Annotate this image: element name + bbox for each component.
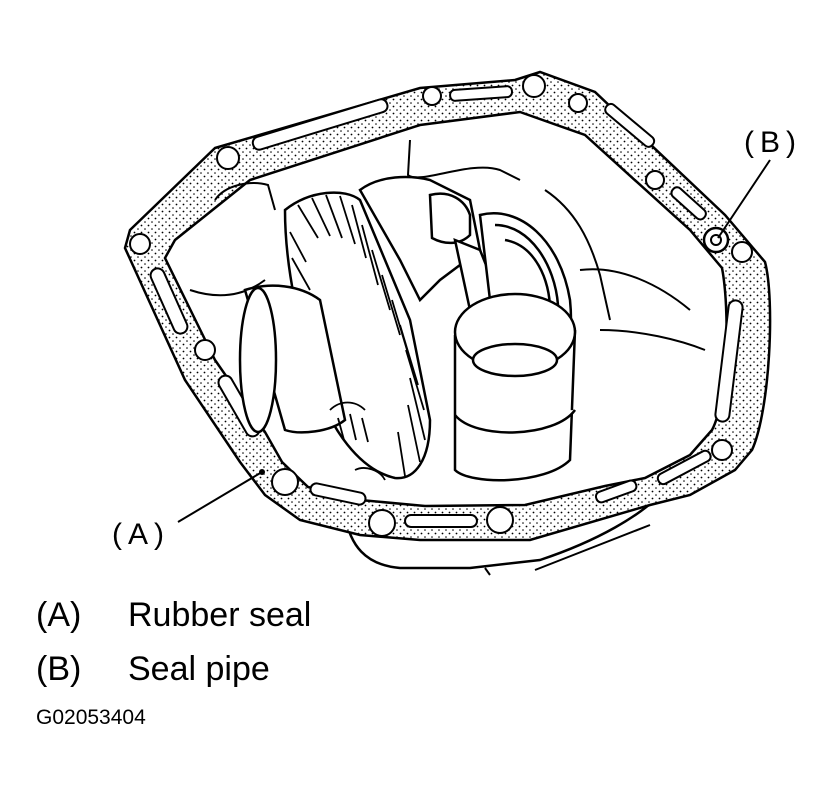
legend-key-a: (A) (36, 596, 82, 634)
housing-lower-lip (343, 494, 661, 570)
legend-row-a: (A) Rubber seal (36, 588, 311, 642)
pinion-gear (329, 401, 386, 481)
bearing-sleeve (453, 292, 577, 482)
legend-label-a: Rubber seal (128, 596, 312, 634)
callout-b: (B) (744, 126, 802, 159)
leader-line-b (717, 159, 771, 239)
leader-dot-a (259, 469, 265, 475)
legend-key-b: (B) (36, 650, 82, 688)
figure-code: G02053404 (36, 706, 146, 729)
leader-line-a (177, 471, 263, 523)
housing-lower-line (484, 524, 651, 576)
ring-gear-teeth (289, 194, 426, 477)
legend: (A) Rubber seal (B) Seal pipe (36, 588, 311, 696)
seal-pipe (702, 226, 730, 254)
housing-interior (189, 139, 706, 351)
gasket-bolt-holes (129, 74, 753, 537)
callout-a: (A) (112, 518, 170, 551)
legend-label-b: Seal pipe (128, 650, 270, 688)
pinion-hub (238, 284, 347, 434)
legend-row-b: (B) Seal pipe (36, 642, 311, 696)
